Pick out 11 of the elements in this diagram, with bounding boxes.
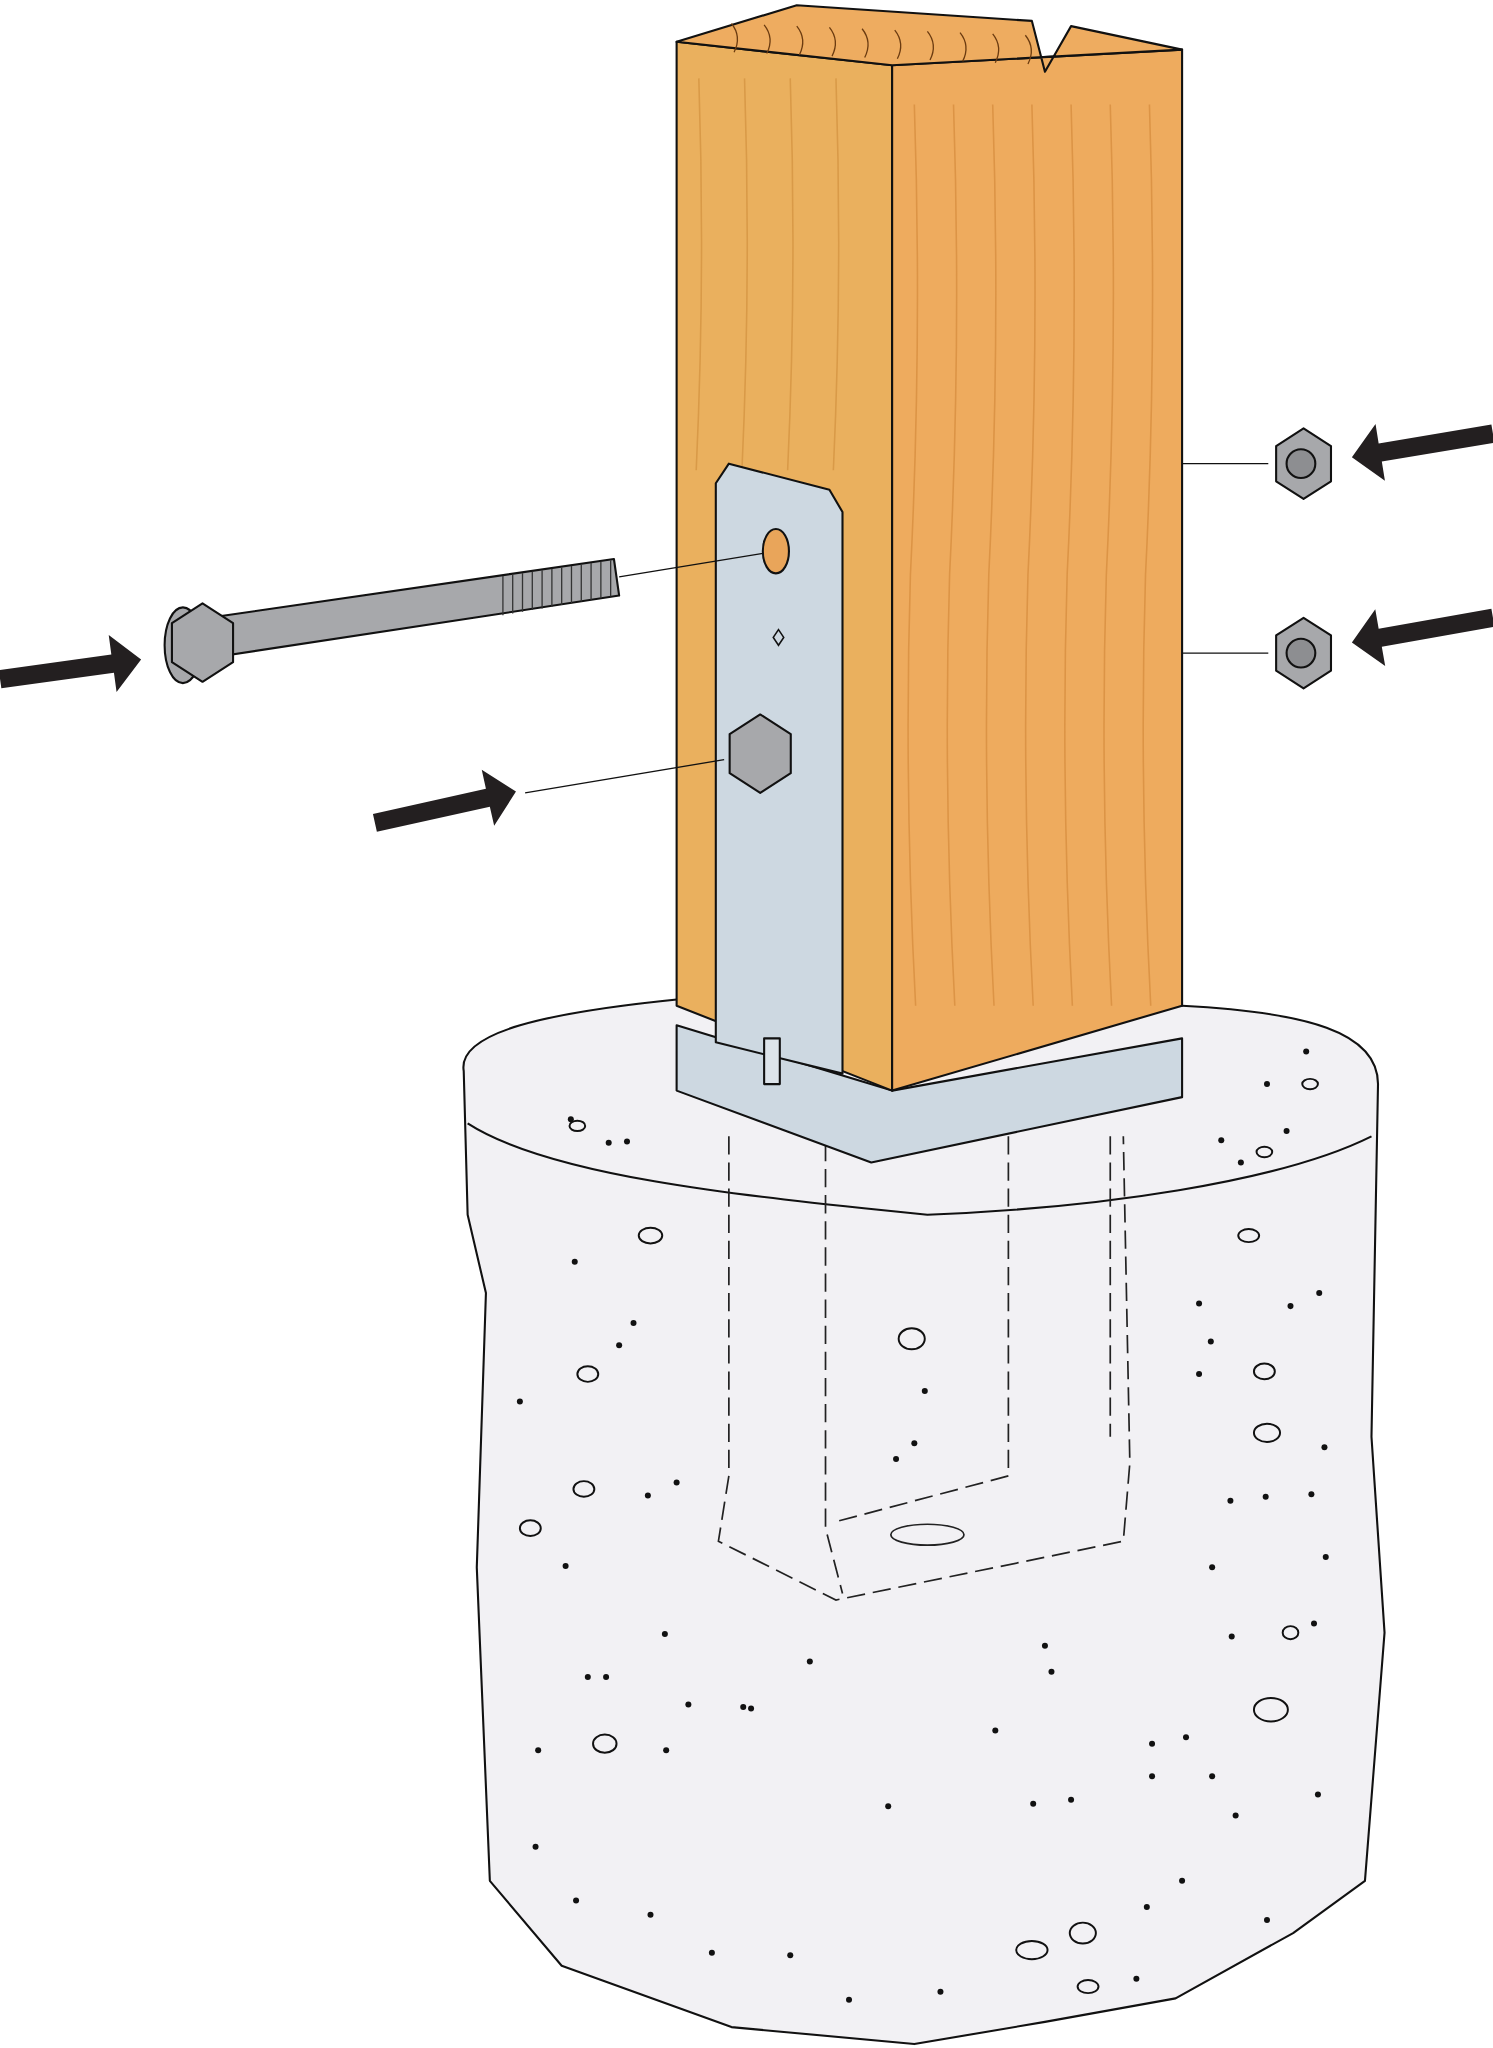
bracket-drawing	[714, 462, 844, 1086]
bolt-drawing	[163, 557, 621, 685]
leader-line	[1181, 463, 1269, 465]
leader-line	[618, 552, 764, 578]
leader-line	[524, 759, 725, 794]
bolt-hole	[761, 527, 790, 575]
leader-line	[1181, 652, 1269, 654]
nut-icon	[1275, 616, 1333, 690]
bolt-head-icon	[728, 713, 792, 794]
footing-drawing	[462, 998, 1386, 2046]
nut-icon	[1275, 427, 1333, 500]
